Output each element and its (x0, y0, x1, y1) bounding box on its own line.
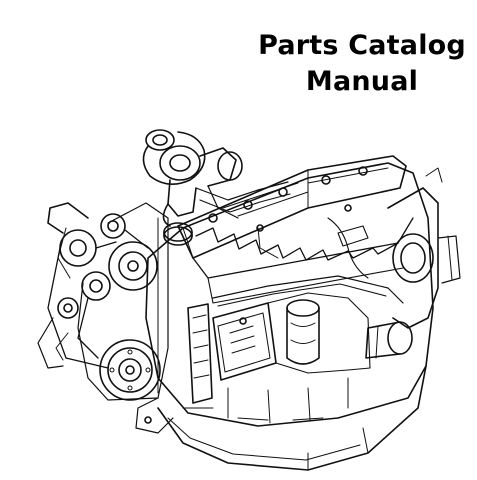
title-line-2: Manual (305, 66, 419, 97)
starter-motor (365, 321, 413, 359)
title-line-1: Parts Catalog (258, 30, 466, 61)
oil-cooler (187, 303, 213, 404)
engine-illustration (8, 108, 470, 476)
turbocharger (142, 129, 243, 227)
fuel-filter (286, 299, 320, 365)
engine-line-drawing-icon (37, 129, 461, 471)
oil-pan-outline (157, 365, 427, 471)
valve-cover (177, 155, 407, 259)
exhaust-manifold (195, 181, 289, 201)
ecu-module (212, 302, 277, 381)
fuel-line-1 (212, 275, 404, 304)
engine-block-outline (145, 162, 434, 427)
flywheel-housing (387, 167, 461, 329)
catalog-title: Parts Catalog Manual (250, 28, 474, 100)
engine-mount (135, 397, 174, 434)
front-pulleys (47, 202, 161, 401)
